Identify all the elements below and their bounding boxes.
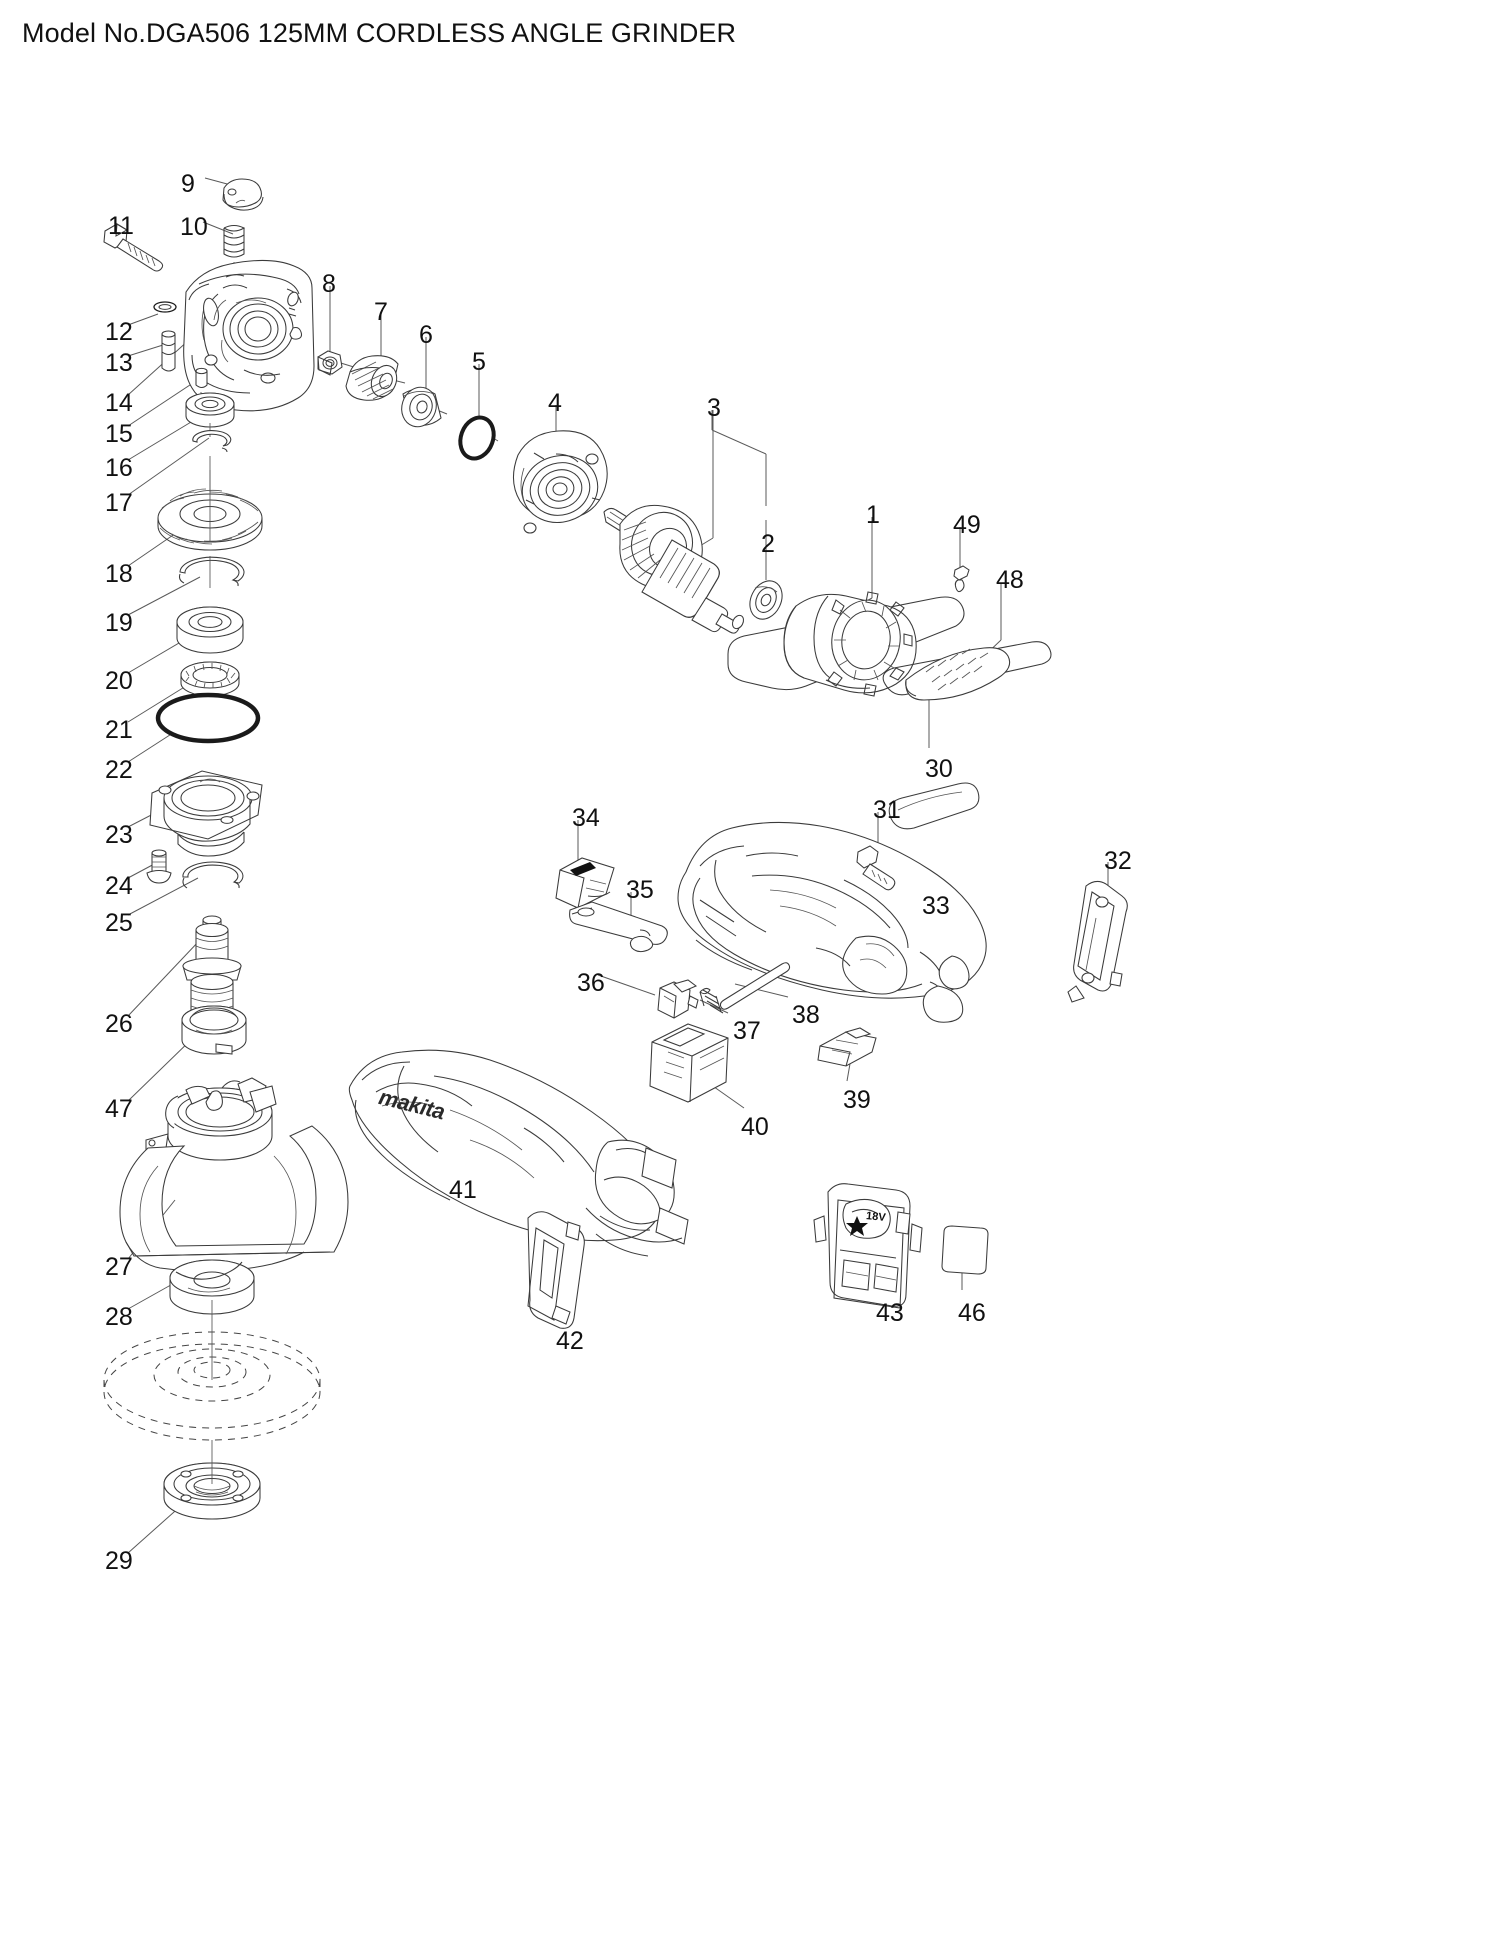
callout-11-hex-socket-head-bolt: 11 (108, 212, 134, 240)
callout-29-lock-nut: 29 (105, 1547, 133, 1575)
callout-13-lock-pin: 13 (105, 349, 133, 377)
part-38-switch-rod (719, 962, 791, 1010)
callout-23-bearing-retainer-box: 23 (105, 821, 133, 849)
part-6-ball-bearing-pinion (401, 386, 442, 428)
callout-36-slide-switch-block: 36 (577, 969, 605, 997)
part-13-lock-pin (161, 330, 176, 372)
callout-38-switch-rod: 38 (792, 1001, 820, 1029)
callout-9-shaft-lock-button: 9 (181, 170, 195, 198)
part-18-spiral-bevel-gear (157, 470, 263, 551)
grinding-wheel-reference-outline (103, 1300, 321, 1441)
battery-voltage-mark: 18V (865, 1210, 887, 1224)
part-41-assembled-tool-body (348, 1049, 689, 1257)
part-19-retaining-ring-r (178, 556, 245, 588)
page-title: Model No.DGA506 125MM CORDLESS ANGLE GRI… (22, 18, 737, 48)
callout-47-lock-flange-ring: 47 (105, 1095, 133, 1123)
part-4-bearing-retainer-plate (512, 430, 608, 534)
callout-19-retaining-ring-r-type: 19 (105, 609, 133, 637)
part-11-hex-socket-bolt (103, 223, 164, 272)
callout-43-battery-terminal-block: 43 (876, 1299, 904, 1327)
part-39-clip (817, 1027, 877, 1067)
part-8-hex-nut (317, 350, 343, 376)
part-49-tapping-screw-small (953, 565, 970, 593)
part-46-name-plate (941, 1225, 989, 1275)
callout-30-motor-housing-insulator: 30 (925, 755, 953, 783)
part-47-lock-flange-ring (181, 1005, 247, 1055)
part-22-o-ring-large (155, 692, 261, 744)
part-14-gear-housing (183, 259, 315, 412)
callout-31-tapping-screw: 31 (873, 796, 901, 824)
part-5-o-ring (458, 415, 496, 461)
callout-1-stator-assembly: 1 (866, 501, 880, 529)
part-37-compression-spring-switch (699, 987, 724, 1014)
part-2-ball-bearing-rear (749, 580, 783, 620)
callout-5-o-ring: 5 (472, 348, 486, 376)
callout-21-needle-roller-bearing: 21 (105, 716, 133, 744)
callout-40-controller-unit: 40 (741, 1113, 769, 1141)
part-35-switch-lever (569, 901, 668, 953)
part-20-ball-bearing-spindle (176, 606, 244, 654)
part-33-housing-half-right (677, 821, 987, 1023)
callout-25-retaining-ring-spindle: 25 (105, 909, 133, 937)
callout-42-side-handle-guard: 42 (556, 1327, 584, 1355)
callout-34-switch-button: 34 (572, 804, 600, 832)
callout-27-wheel-guard: 27 (105, 1253, 133, 1281)
callout-26-spindle: 26 (105, 1010, 133, 1038)
part-30-insulator-sheet (888, 782, 980, 830)
callout-6-ball-bearing-pinion: 6 (419, 321, 433, 349)
callout-20-ball-bearing-spindle: 20 (105, 667, 133, 695)
part-15-pin (195, 367, 208, 408)
callout-12-o-ring-small: 12 (105, 318, 133, 346)
part-42-side-handle-guard (527, 1211, 585, 1329)
callout-49-tapping-screw-small: 49 (953, 511, 981, 539)
part-36-slide-switch-block (657, 979, 699, 1019)
part-48-baffle-plate (882, 641, 1052, 701)
part-3-rotor-armature (603, 504, 745, 634)
part-43-battery-terminal-block (813, 1183, 923, 1309)
callout-22-o-ring-large: 22 (105, 756, 133, 784)
part-1-stator-assembly (727, 591, 965, 697)
callout-37-compression-spring-switch: 37 (733, 1017, 761, 1045)
part-28-inner-flange (169, 1259, 255, 1315)
callout-35-switch-lever: 35 (626, 876, 654, 904)
callout-32-bracket-plate: 32 (1104, 847, 1132, 875)
part-12-o-ring-small (153, 301, 177, 313)
part-23-bearing-retainer-box (149, 770, 263, 857)
part-9-shaft-lock-button (222, 178, 264, 211)
callout-8-hex-nut: 8 (322, 270, 336, 298)
callout-15-pin: 15 (105, 420, 133, 448)
part-34-switch-button (555, 857, 615, 909)
callout-28-inner-flange: 28 (105, 1303, 133, 1331)
callout-33-housing-half-right: 33 (922, 892, 950, 920)
part-7-spiral-bevel-pinion (345, 355, 399, 401)
part-21-needle-bearing (180, 661, 240, 697)
part-25-retaining-ring-spindle (182, 861, 244, 889)
part-16-ball-bearing-upper (185, 392, 235, 437)
callout-3-rotor-armature: 3 (707, 394, 721, 422)
callout-48-baffle-plate: 48 (996, 566, 1024, 594)
callout-4-bearing-retainer-plate: 4 (548, 389, 562, 417)
callout-10-compression-spring: 10 (180, 213, 208, 241)
callout-39-clip: 39 (843, 1086, 871, 1114)
callout-46-name-plate: 46 (958, 1299, 986, 1327)
part-40-controller-unit (649, 1023, 729, 1103)
part-31-tapping-screw (856, 845, 896, 891)
callout-2-ball-bearing-motor-rear: 2 (761, 530, 775, 558)
part-27-wheel-guard (119, 1077, 349, 1272)
callout-16-ball-bearing-spindle-upper: 16 (105, 454, 133, 482)
callout-7-spiral-bevel-pinion: 7 (374, 298, 388, 326)
callout-14-gear-housing: 14 (105, 389, 133, 417)
part-17-retaining-ring-s (192, 430, 232, 492)
part-24-pan-head-screw (146, 849, 172, 884)
callout-18-spiral-bevel-gear: 18 (105, 560, 133, 588)
part-32-bracket-plate (1067, 880, 1128, 1003)
callout-17-retaining-ring-s-type: 17 (105, 489, 133, 517)
part-29-lock-nut (163, 1440, 261, 1520)
callout-41-assembled-tool-body: 41 (449, 1176, 477, 1204)
callout-24-pan-head-screw: 24 (105, 872, 133, 900)
